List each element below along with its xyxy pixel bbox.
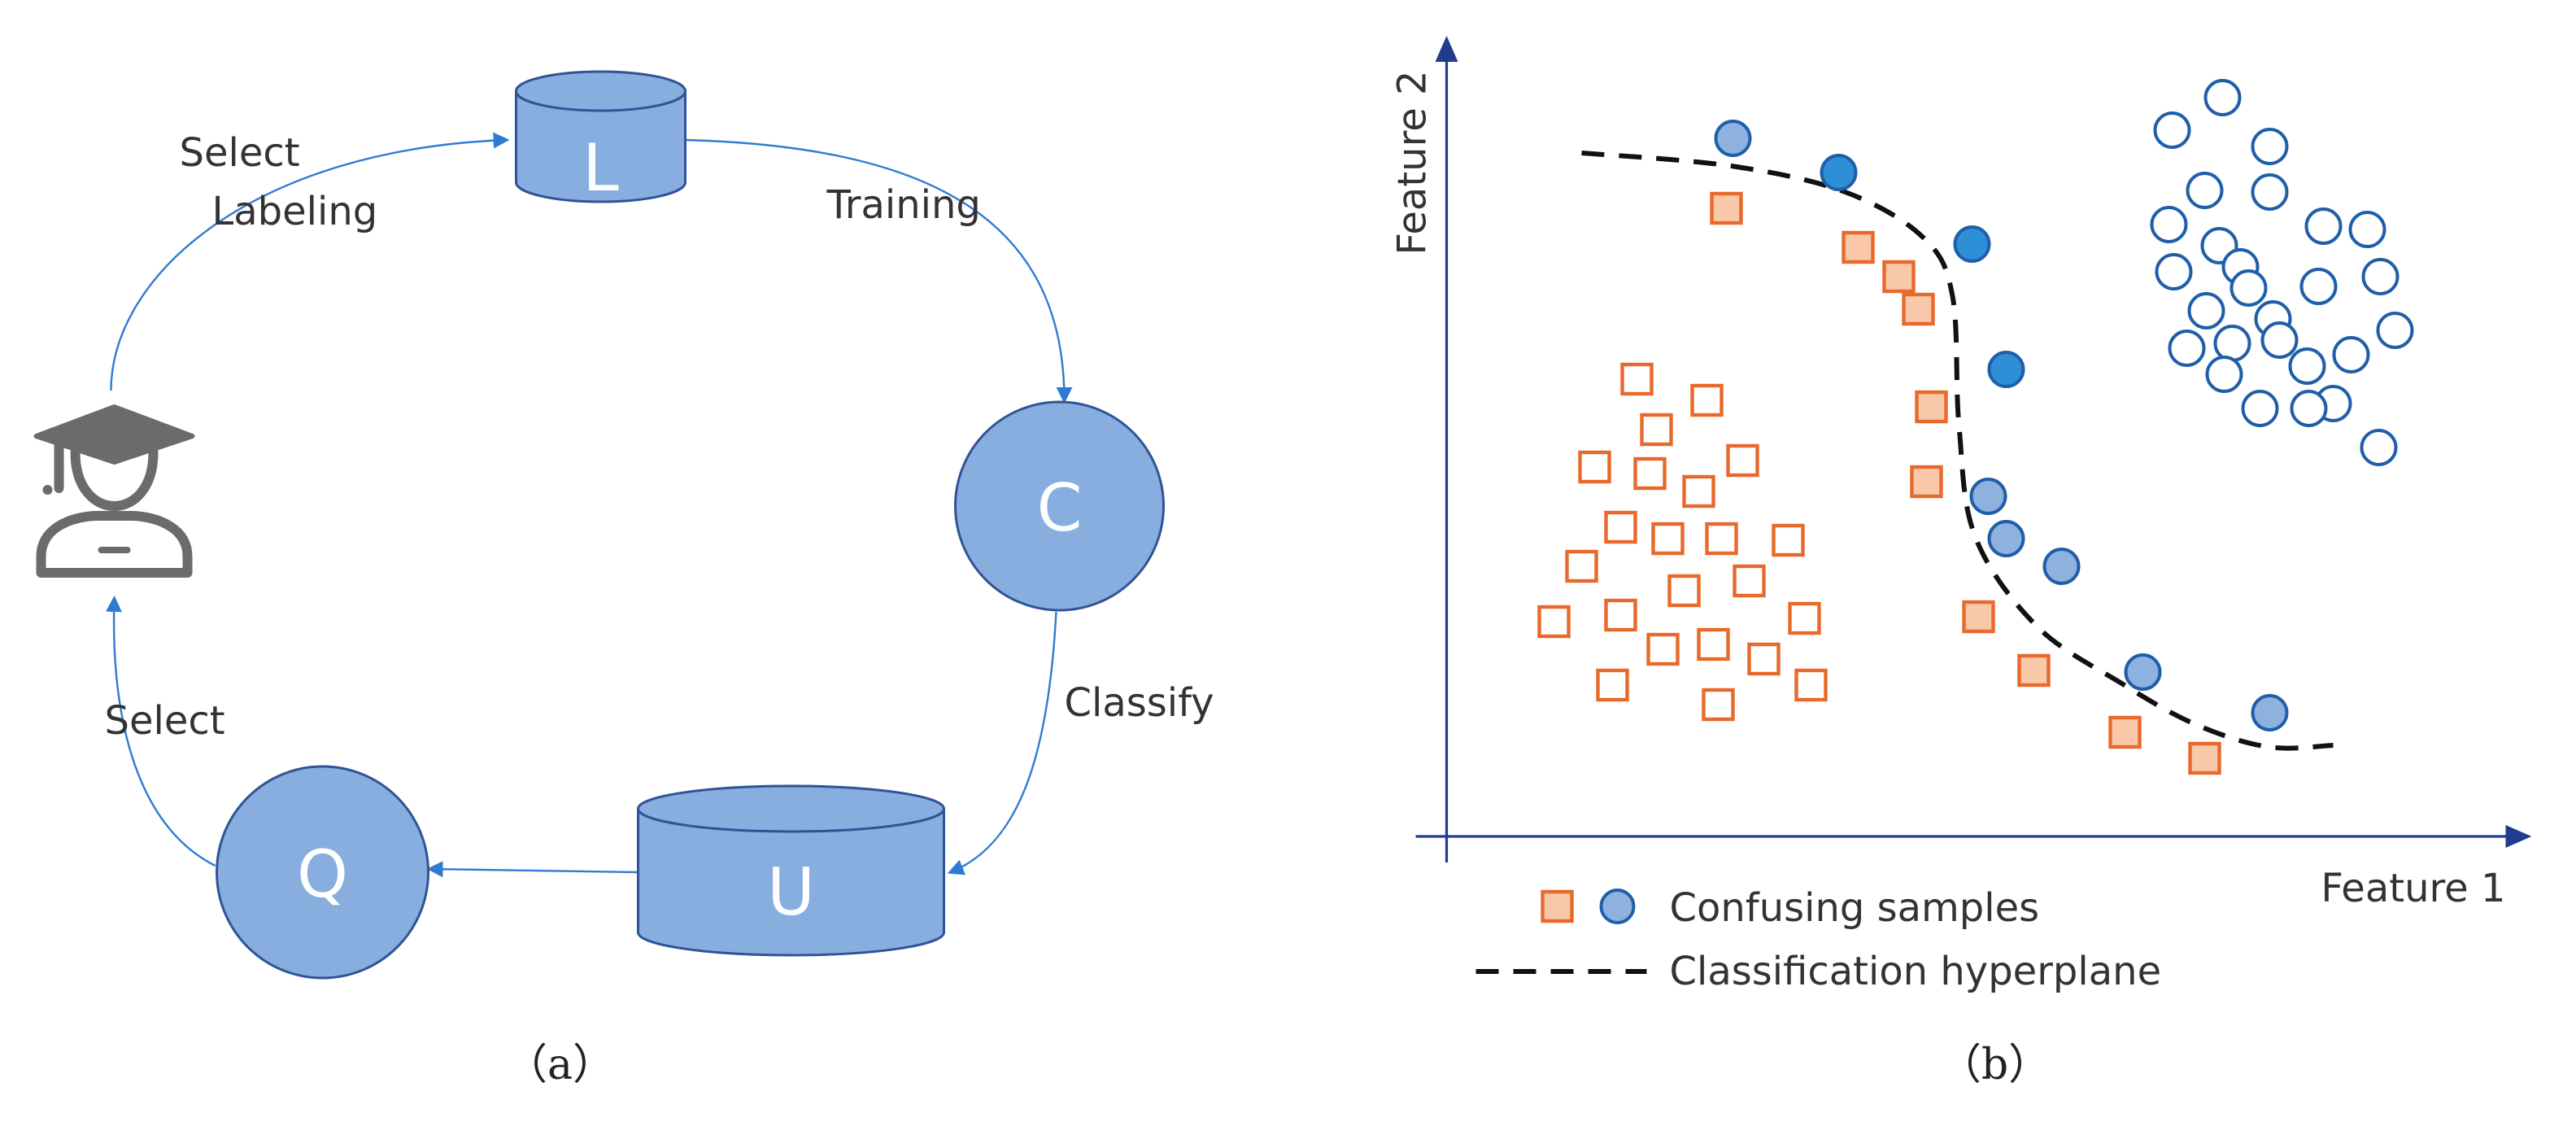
node-label-l: L — [582, 130, 619, 206]
circle-point-2 — [2251, 128, 2289, 165]
circle-point-19 — [2260, 321, 2299, 359]
arrow-select — [105, 596, 216, 867]
square-point-22 — [1794, 668, 1828, 702]
square-point-4 — [1633, 456, 1667, 491]
legend-label-hyperplane: Classification hyperplane — [1670, 949, 2162, 994]
edge-label-select: Select — [105, 698, 225, 744]
scatter-points — [1537, 79, 2414, 775]
confusing-square-point-1 — [1842, 230, 1875, 264]
square-point-7 — [1604, 510, 1637, 544]
square-point-3 — [1578, 450, 1611, 484]
arrow-training — [685, 138, 1073, 404]
caption-a: （a） — [505, 1041, 615, 1089]
circle-point-3 — [2186, 172, 2224, 209]
circle-point-25 — [2290, 390, 2328, 427]
square-point-21 — [1702, 688, 1735, 722]
confusing-circle-point-2 — [1953, 225, 1991, 263]
square-point-2 — [1640, 413, 1673, 447]
square-point-17 — [1646, 632, 1680, 666]
square-point-16 — [1788, 601, 1821, 635]
square-point-1 — [1690, 383, 1724, 417]
square-point-18 — [1697, 627, 1730, 661]
square-point-8 — [1651, 522, 1685, 556]
annotator-icon — [33, 404, 195, 578]
square-point-11 — [1565, 549, 1598, 583]
square-point-9 — [1705, 522, 1738, 556]
confusing-square-point-3 — [1902, 292, 1935, 326]
confusing-circle-point-8 — [2251, 694, 2289, 731]
panel-a: L C U Q Select Labeling T — [33, 70, 1214, 1089]
confusing-circle-point-3 — [1987, 351, 2025, 388]
square-point-15 — [1604, 598, 1637, 632]
legend-label-confusing: Confusing samples — [1670, 885, 2040, 931]
circle-point-4 — [2251, 173, 2289, 211]
confusing-square-point-7 — [2017, 653, 2051, 688]
classifier-node: C — [954, 400, 1165, 612]
square-point-10 — [1772, 523, 1805, 557]
legend: Confusing samples Classification hyperpl… — [1475, 885, 2162, 994]
circle-point-9 — [2155, 253, 2193, 290]
square-point-12 — [1667, 574, 1701, 608]
query-node: Q — [216, 765, 429, 980]
circle-point-12 — [2229, 269, 2268, 307]
y-axis-label: Feature 2 — [1390, 70, 1436, 255]
circle-point-22 — [2288, 347, 2326, 385]
circle-point-20 — [2332, 336, 2370, 373]
circle-point-13 — [2299, 268, 2338, 305]
legend-square-swatch — [1541, 889, 1574, 923]
confusing-circle-point-7 — [2124, 653, 2162, 691]
circle-point-1 — [2153, 111, 2191, 149]
circle-point-18 — [2213, 325, 2251, 362]
circle-point-0 — [2203, 79, 2242, 116]
circle-point-5 — [2150, 206, 2188, 243]
edge-label-select-labeling-line2: Labeling — [212, 189, 378, 234]
edge-label-select-labeling-line1: Select — [180, 130, 300, 176]
square-point-5 — [1726, 443, 1759, 478]
confusing-square-point-6 — [1962, 600, 1995, 634]
confusing-circle-point-5 — [1987, 520, 2025, 557]
circle-point-6 — [2304, 207, 2343, 245]
square-point-13 — [1733, 564, 1766, 598]
edge-label-classify: Classify — [1065, 680, 1214, 726]
confusing-circle-point-4 — [1969, 478, 2007, 515]
square-point-14 — [1537, 605, 1571, 639]
square-point-0 — [1620, 362, 1654, 396]
labeled-set-node: L — [515, 70, 686, 206]
unlabeled-set-node: U — [637, 784, 945, 957]
square-point-19 — [1747, 642, 1781, 676]
arrow-select-labeling — [110, 132, 510, 391]
circle-point-14 — [2187, 292, 2225, 330]
circle-point-17 — [2168, 330, 2206, 367]
circle-point-11 — [2361, 258, 2399, 295]
confusing-square-point-8 — [2108, 715, 2142, 749]
confusing-circle-point-1 — [1820, 154, 1858, 191]
edge-label-training: Training — [826, 182, 981, 228]
arrow-u-to-q — [426, 861, 639, 878]
circle-point-16 — [2376, 312, 2414, 349]
arrow-classify — [947, 611, 1057, 875]
circle-point-7 — [2348, 211, 2386, 248]
confusing-square-point-5 — [1910, 465, 1943, 499]
confusing-circle-point-6 — [2042, 548, 2081, 585]
confusing-square-point-4 — [1915, 390, 1948, 424]
node-label-c: C — [1037, 470, 1083, 546]
circle-point-21 — [2205, 356, 2243, 393]
node-label-q: Q — [297, 836, 348, 912]
confusing-square-point-0 — [1710, 191, 1743, 225]
legend-circle-swatch — [1599, 888, 1636, 924]
classification-hyperplane — [1581, 151, 2334, 751]
x-axis-label: Feature 1 — [2321, 866, 2505, 911]
caption-b: （b） — [1939, 1041, 2051, 1089]
node-label-u: U — [767, 854, 815, 930]
square-point-6 — [1682, 474, 1715, 509]
confusing-square-point-9 — [2188, 741, 2221, 775]
square-point-20 — [1596, 668, 1629, 702]
panel-b: Feature 2 Feature 1 Confusing samples Cl… — [1390, 36, 2532, 1089]
confusing-circle-point-0 — [1714, 120, 1752, 157]
confusing-square-point-2 — [1882, 260, 1916, 294]
circle-point-24 — [2241, 390, 2279, 427]
circle-point-26 — [2360, 429, 2398, 466]
